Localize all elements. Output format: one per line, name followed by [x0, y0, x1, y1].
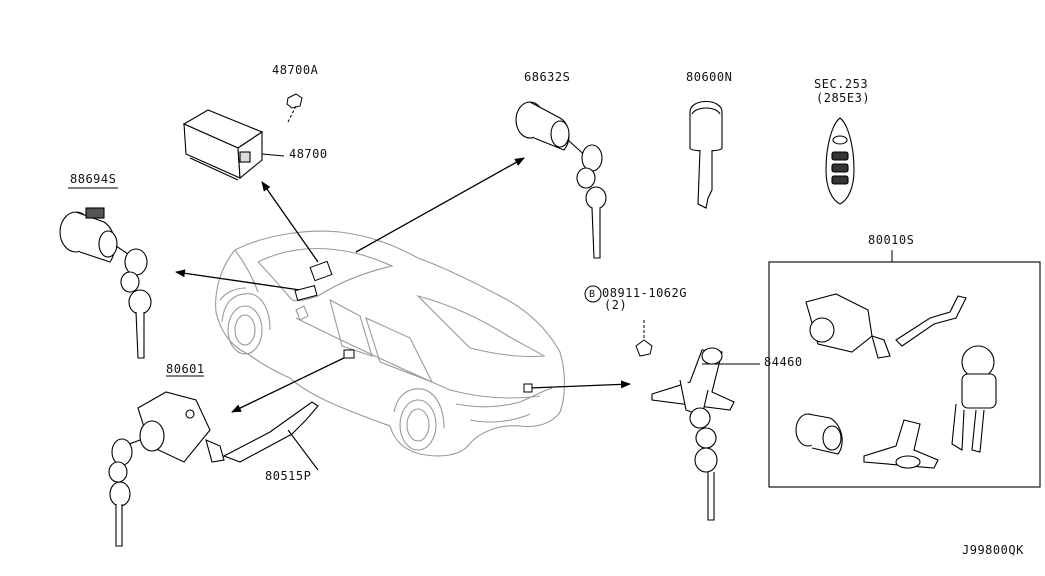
control-unit-icon — [182, 109, 285, 181]
door-lock-cylinder-icon — [59, 187, 152, 359]
arrow-to-84460 — [529, 380, 631, 389]
part-label-bolt: 08911-1062G — [602, 286, 687, 300]
kit-parts-icon — [795, 293, 997, 469]
leader-48700 — [261, 153, 285, 157]
car-illustration — [215, 230, 566, 457]
callout-arrows — [175, 157, 631, 413]
door-cylinder-80601-icon — [108, 375, 225, 547]
section-ref-line1: SEC.253 — [814, 77, 869, 91]
section-ref-line2: (285E3) — [816, 91, 871, 105]
part-label-68632s: 68632S — [524, 70, 571, 84]
key-blank-icon — [689, 100, 723, 209]
car-sensor-icon — [309, 260, 333, 282]
arrow-to-68632S — [355, 157, 525, 253]
lock-rod-icon — [222, 401, 319, 471]
part-label-48700a: 48700A — [272, 63, 319, 77]
arrow-to-48700 — [261, 181, 319, 263]
car-module-icon — [294, 284, 318, 302]
car-trunk-lock-icon — [523, 383, 533, 393]
part-label-84460: 84460 — [764, 355, 803, 369]
screw-icon — [286, 93, 303, 123]
bolt-icon — [584, 285, 653, 357]
part-label-80515p: 80515P — [265, 469, 312, 483]
arrow-to-88694S — [175, 269, 301, 291]
bolt-circle-symbol: B — [589, 289, 596, 300]
smart-key-fob-icon — [825, 117, 855, 205]
part-label-88694s: 88694S — [70, 172, 117, 186]
car-door-lock-icon — [343, 349, 355, 359]
kit-80010S-box — [768, 261, 1041, 488]
trunk-lock-84460-icon — [651, 347, 760, 521]
diagram-code: J99800QK — [962, 543, 1024, 557]
part-label-48700: 48700 — [289, 147, 328, 161]
part-label-80600n: 80600N — [686, 70, 733, 84]
arrow-to-80601 — [231, 355, 349, 413]
part-label-bolt-qty: (2) — [604, 298, 628, 312]
trunk-lock-cylinder-icon — [515, 101, 607, 259]
leader-80515P — [287, 429, 319, 471]
part-label-80601: 80601 — [166, 362, 205, 376]
part-label-80010s: 80010S — [868, 233, 915, 247]
